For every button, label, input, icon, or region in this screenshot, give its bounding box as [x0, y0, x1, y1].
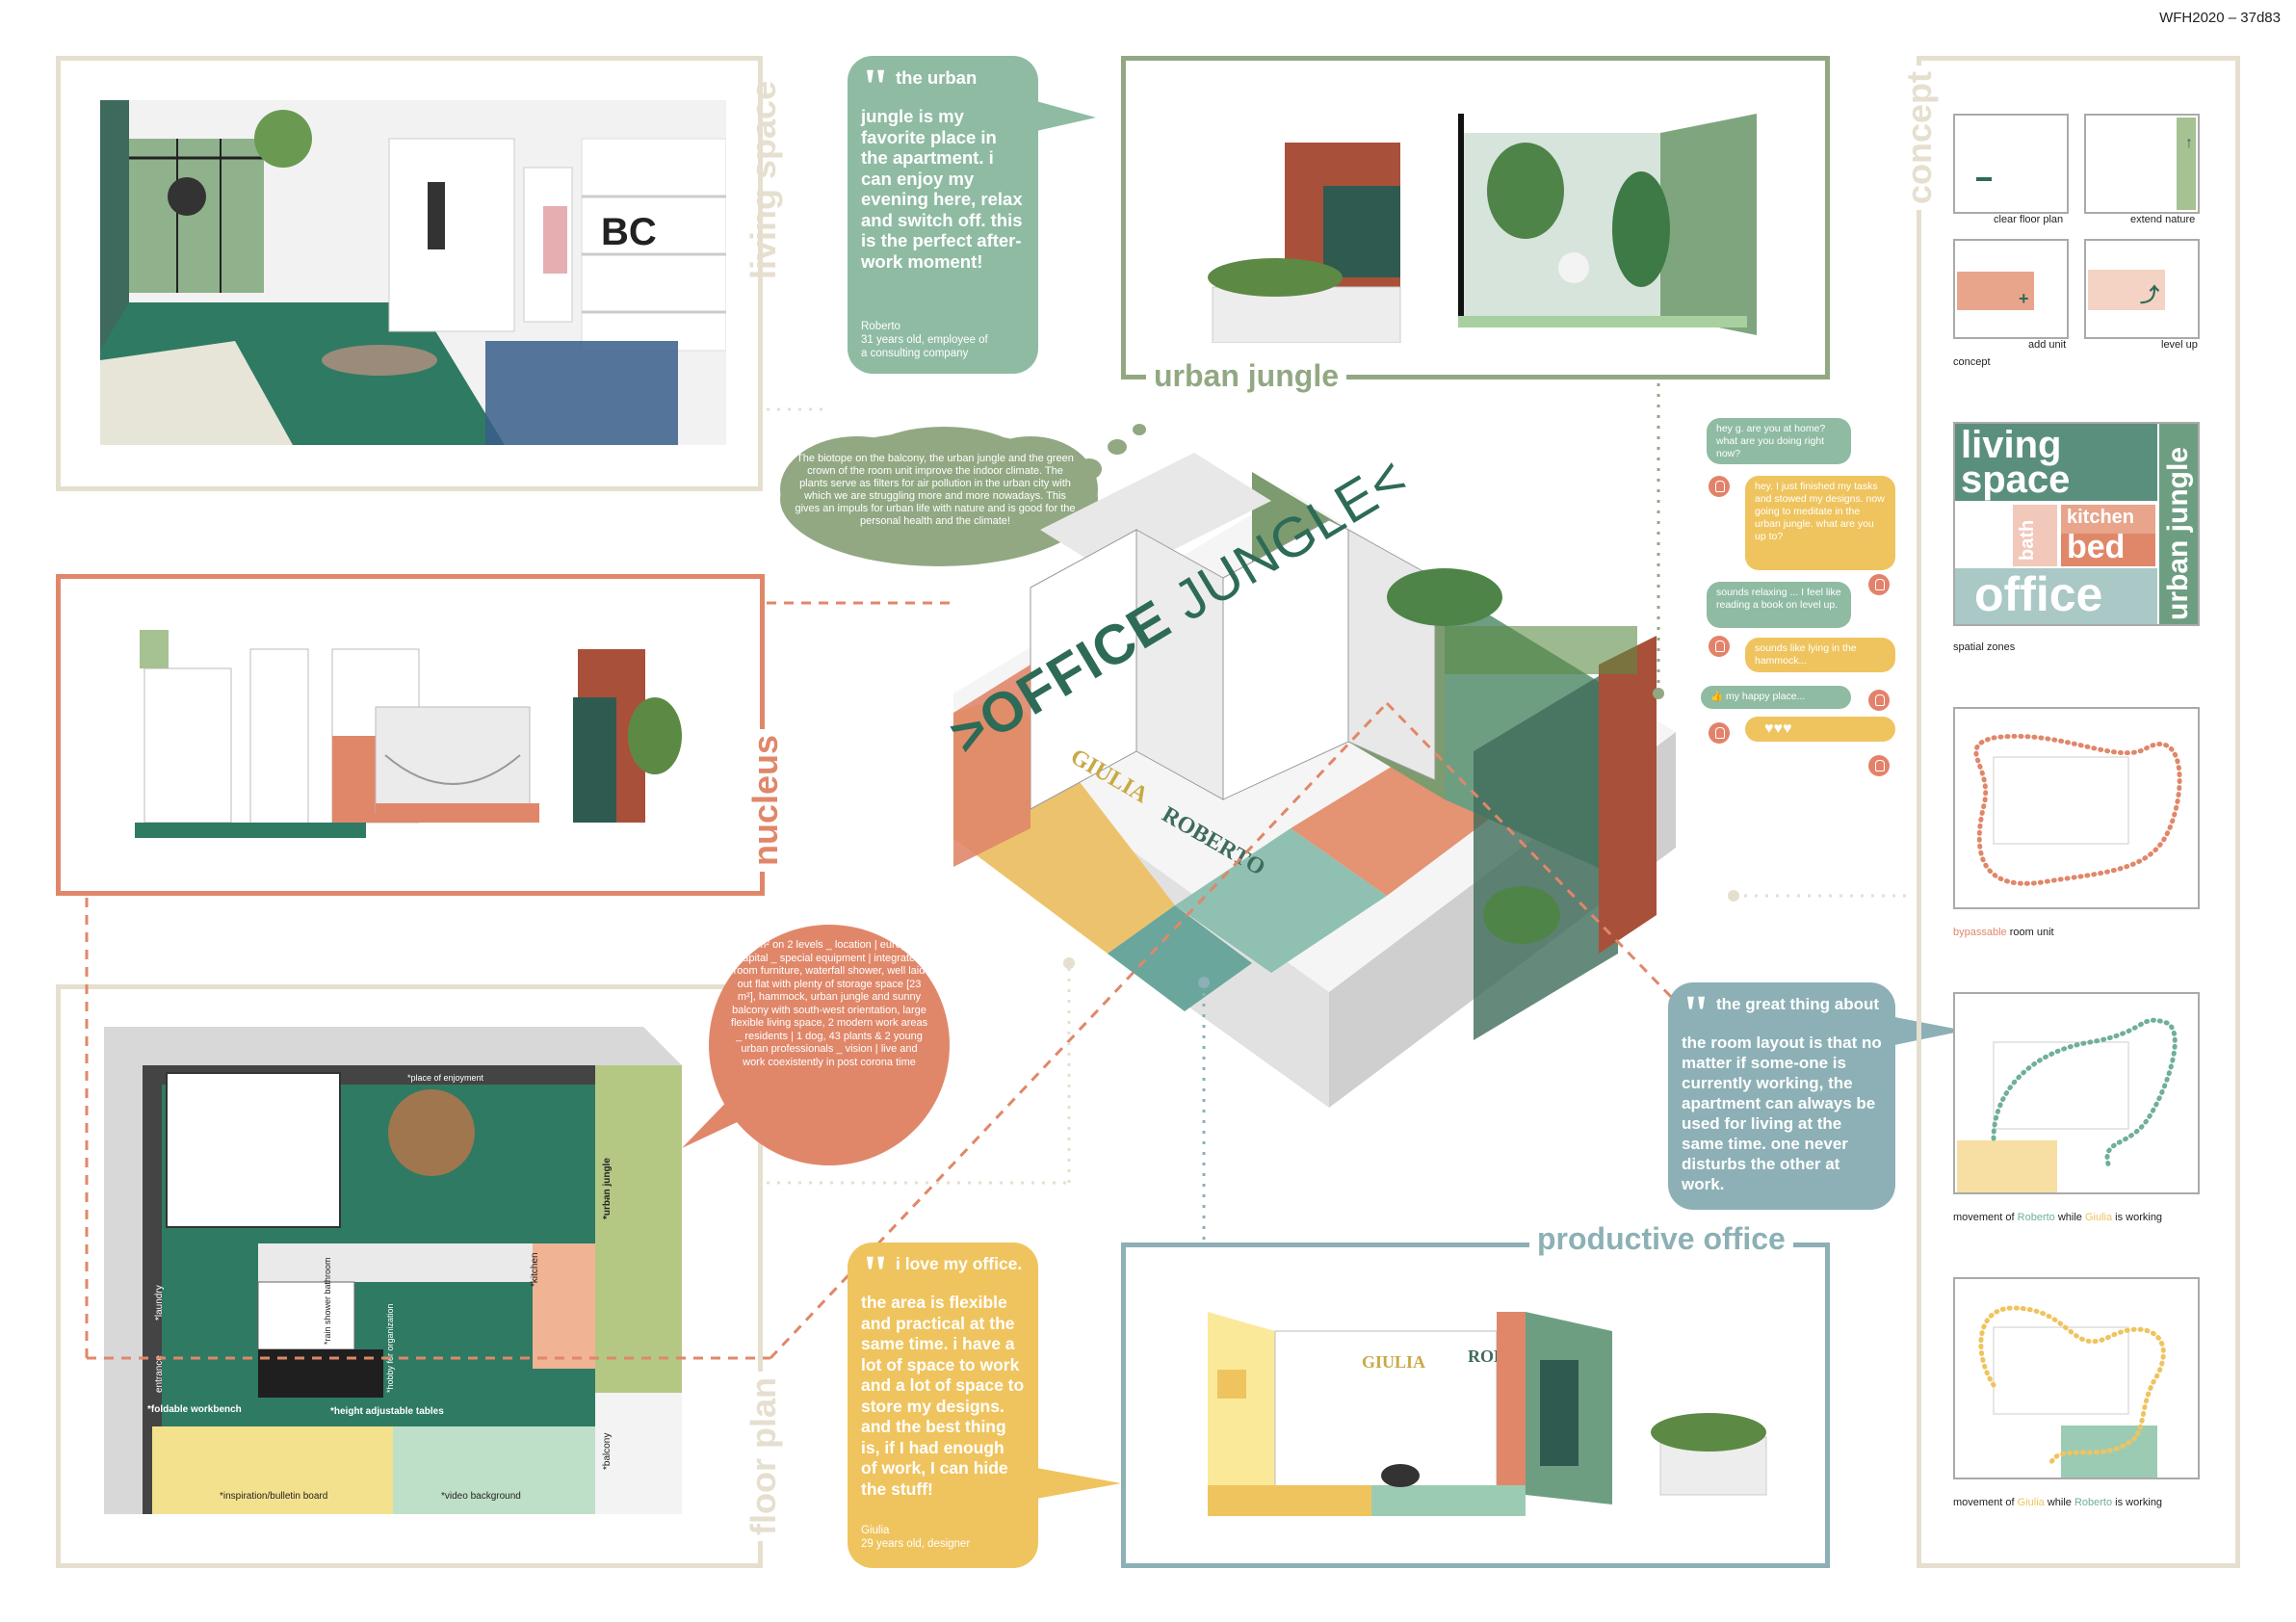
chat-avatar-1 — [1709, 476, 1730, 497]
quote-roberto-text: the urban jungle is my favorite place in… — [861, 67, 1023, 272]
plan-label-foldable: *foldable workbench — [147, 1404, 242, 1415]
plan-label-enjoyment: *place of enjoyment — [407, 1073, 484, 1083]
cloud-dot-2 — [1108, 439, 1127, 455]
render-sign-text: BC — [601, 211, 657, 253]
caption-movement-roberto: movement of Roberto while Giulia is work… — [1953, 1212, 2163, 1223]
plan-label-laundry: *laundry — [154, 1285, 165, 1321]
quote-giulia-bubble: "i love my office. the area is flexible … — [848, 1243, 1038, 1568]
arrow-up-icon: ↑ — [2185, 135, 2193, 151]
zone-office: office — [1974, 567, 2103, 621]
floor-plan-frame — [56, 984, 763, 1568]
plan-label-height-tables: *height adjustable tables — [330, 1406, 444, 1417]
productive-office-frame — [1121, 1243, 1830, 1568]
plan-label-rain-shower: *rain shower bathroom — [323, 1257, 332, 1345]
living-space-render: BC — [100, 100, 726, 445]
plan-label-entrance: entrance — [154, 1355, 165, 1393]
living-space-frame — [56, 56, 763, 491]
cloud-text: The biotope on the balcony, the urban ju… — [795, 453, 1076, 527]
cloud-dot-1 — [1077, 458, 1102, 480]
facts-text: _ 67 m² on 2 levels _ location | europea… — [730, 939, 928, 1068]
caption-add-unit: add unit — [2028, 339, 2067, 351]
floor-plan-drawing: *living island *place of enjoyment *urba… — [104, 1027, 682, 1514]
zone-bath: bath — [2017, 519, 2038, 561]
urban-jungle-frame — [1121, 56, 1830, 379]
quote-giulia-desc: 29 years old, designer — [861, 1538, 971, 1550]
cloud-shape — [780, 427, 1098, 566]
quote-roberto-author: Roberto — [861, 321, 900, 332]
diagram-movement-roberto — [1953, 992, 2200, 1194]
caption-spatial-zones: spatial zones — [1953, 641, 2016, 653]
quote-giulia-author: Giulia — [861, 1525, 890, 1536]
quote-layout-text: the great thing about the room layout is… — [1682, 995, 1882, 1193]
main-isometric-render: GIULIA ROBERTO — [925, 453, 1695, 1108]
facts-circle — [709, 925, 950, 1165]
caption-movement-giulia: movement of Giulia while Roberto is work… — [1953, 1497, 2163, 1508]
chat-avatar-5 — [1709, 722, 1730, 744]
chat-message-6: ♥♥♥ — [1745, 717, 1895, 742]
zone-urban-jungle: urban jungle — [2162, 447, 2194, 620]
chat-message-3: sounds relaxing ... I feel like reading … — [1707, 582, 1851, 628]
quote-layout-tail — [1890, 1016, 1965, 1046]
quote-roberto-tail — [1036, 101, 1096, 131]
diagram-add-unit: + — [1953, 239, 2069, 339]
chat-avatar-3 — [1709, 636, 1730, 657]
plan-label-balcony: *balcony — [602, 1433, 613, 1470]
concept-label: concept — [1899, 65, 1940, 210]
thumbs-up-icon: 👍 — [1710, 691, 1726, 702]
zone-living-space: living space — [1961, 424, 2071, 501]
caption-concept: concept — [1953, 356, 1991, 368]
chat-message-2: hey. I just finished my tasks and stowed… — [1745, 476, 1895, 570]
office-name-giulia: GIULIA — [1362, 1352, 1425, 1372]
quote-roberto-desc: 31 years old, employee of a consulting c… — [861, 334, 988, 359]
nucleus-render — [135, 630, 684, 838]
productive-office-render: GIULIA ROBERTO — [1208, 1312, 1786, 1516]
chat-message-1: hey g. are you at home? what are you doi… — [1707, 418, 1851, 464]
diagram-bypassable — [1953, 707, 2200, 909]
zone-bed: bed — [2067, 529, 2126, 565]
caption-clear-floor-plan: clear floor plan — [1994, 214, 2064, 225]
quote-giulia-tail — [1036, 1468, 1121, 1499]
quote-giulia-text: i love my office. the area is flexible a… — [861, 1254, 1025, 1499]
spatial-zones-diagram: living space bath kitchen bed office urb… — [1953, 422, 2200, 626]
plan-label-urban-jungle: *urban jungle — [602, 1158, 613, 1219]
chat-message-4: sounds like lying in the hammock... — [1745, 638, 1895, 672]
plan-label-video: *video background — [441, 1491, 521, 1502]
quote-layout-bubble: "the great thing about the room layout i… — [1668, 982, 1895, 1210]
chat-avatar-4 — [1868, 690, 1890, 711]
cloud-dot-3 — [1133, 424, 1146, 435]
urban-jungle-label: urban jungle — [1146, 358, 1346, 394]
caption-extend-nature: extend nature — [2130, 214, 2196, 225]
chat-avatar-2 — [1868, 574, 1890, 595]
diagram-extend-nature: ↑ — [2084, 114, 2200, 214]
project-code: WFH2020 – 37d83 — [2159, 10, 2281, 26]
plan-label-inspiration: *inspiration/bulletin board — [220, 1491, 327, 1502]
u-turn-icon: ⤴ — [2140, 285, 2159, 306]
plan-label-hobby: *hobby for organization — [385, 1303, 395, 1393]
caption-level-up: level up — [2161, 339, 2198, 351]
plan-label-kitchen: *kitchen — [530, 1252, 540, 1287]
zone-kitchen: kitchen — [2067, 507, 2135, 528]
chat-avatar-6 — [1868, 755, 1890, 776]
caption-bypassable: bypassable room unit — [1953, 927, 2054, 938]
plus-icon: + — [2019, 289, 2029, 308]
concept-frame — [1917, 56, 2240, 1568]
urban-jungle-render — [1208, 114, 1786, 343]
diagram-level-up: ⤴ — [2084, 239, 2200, 339]
plan-label-living-island: *living island — [196, 1079, 261, 1090]
diagram-clear-floor-plan — [1953, 114, 2069, 214]
facts-tail — [682, 1088, 747, 1148]
productive-office-label: productive office — [1529, 1221, 1793, 1257]
quote-roberto-bubble: "the urban jungle is my favorite place i… — [848, 56, 1038, 374]
chat-message-5: 👍 my happy place... — [1701, 686, 1851, 709]
diagram-movement-giulia — [1953, 1277, 2200, 1479]
